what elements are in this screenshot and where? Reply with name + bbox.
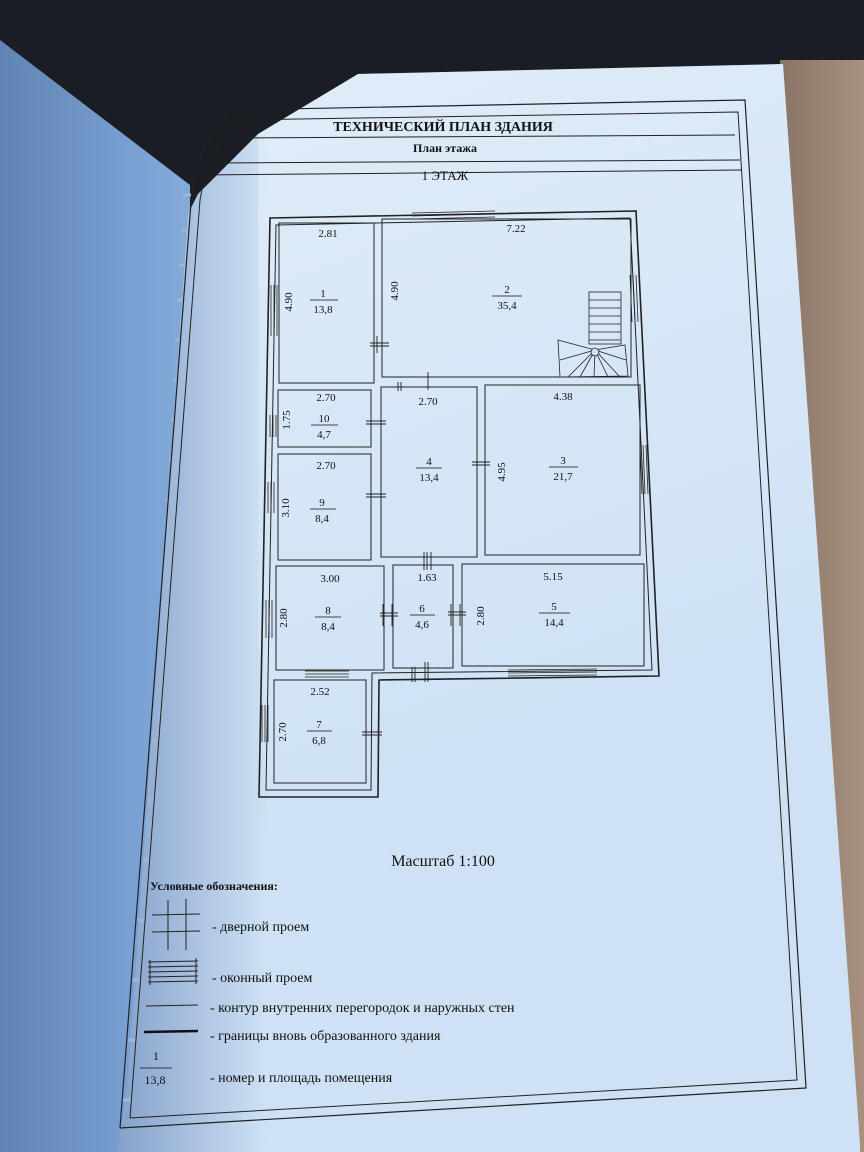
room-4-walls bbox=[380, 386, 478, 558]
room-5-height: 2.80 bbox=[475, 606, 487, 626]
room-9-walls bbox=[277, 453, 372, 561]
floor-label: 1 ЭТАЖ bbox=[422, 168, 469, 183]
room-6-walls bbox=[392, 564, 454, 669]
room-3-walls bbox=[484, 384, 641, 556]
room-7-walls bbox=[273, 679, 367, 784]
room-10-walls bbox=[277, 389, 372, 448]
room-8-number: 8 bbox=[325, 605, 331, 617]
building-outline bbox=[258, 210, 660, 798]
room-9-height: 3.10 bbox=[280, 498, 292, 518]
room-9-number: 9 bbox=[319, 497, 325, 509]
document-subtitle: План этажа bbox=[413, 141, 477, 155]
room-10-height: 1.75 bbox=[281, 410, 293, 430]
window-symbol bbox=[147, 958, 199, 985]
room-8-height: 2.80 bbox=[278, 608, 290, 628]
document-title: ТЕХНИЧЕСКИЙ ПЛАН ЗДАНИЯ bbox=[333, 118, 553, 135]
legend: Условные обозначения: - дверной проем - … bbox=[140, 879, 515, 1087]
room-10-area: 4,7 bbox=[317, 429, 331, 441]
room-6-area: 4,6 bbox=[415, 619, 429, 631]
room-1-walls bbox=[278, 222, 375, 384]
room-5-number: 5 bbox=[551, 601, 557, 613]
wall-symbol bbox=[145, 1004, 199, 1007]
room-4-area: 13,4 bbox=[419, 472, 439, 484]
room-5-area: 14,4 bbox=[544, 617, 564, 629]
scale-label: Масштаб 1:100 bbox=[391, 853, 495, 870]
room-1-height: 4.90 bbox=[283, 292, 295, 312]
door-symbol bbox=[151, 899, 201, 950]
room-10-width: 2.70 bbox=[316, 392, 336, 404]
window-openings bbox=[261, 210, 649, 742]
legend-window-text: - оконный проем bbox=[212, 971, 313, 986]
room-4-number: 4 bbox=[426, 456, 432, 468]
room-9-area: 8,4 bbox=[315, 513, 329, 525]
room-10-number: 10 bbox=[319, 413, 331, 425]
page-frame bbox=[119, 99, 807, 1129]
legend-room-text: - номер и площадь помещения bbox=[210, 1071, 393, 1086]
staircase bbox=[557, 291, 629, 378]
room-3-width: 4.38 bbox=[553, 391, 573, 403]
room-3-height: 4.95 bbox=[496, 462, 508, 482]
room-9-width: 2.70 bbox=[316, 460, 336, 472]
room-2-width: 7.22 bbox=[506, 223, 525, 235]
room-8-area: 8,4 bbox=[321, 621, 335, 633]
room-7-width: 2.52 bbox=[310, 686, 329, 698]
room-1-area: 13,8 bbox=[313, 304, 333, 316]
room-7-height: 2.70 bbox=[277, 722, 289, 742]
room-2-height: 4.90 bbox=[389, 281, 401, 301]
room-3-number: 3 bbox=[560, 455, 566, 467]
legend-wall-text: - контур внутренних перегородок и наружн… bbox=[210, 1001, 515, 1016]
room-4-width: 2.70 bbox=[418, 396, 438, 408]
boundary-symbol bbox=[143, 1029, 199, 1034]
room-6-width: 1.63 bbox=[417, 572, 437, 584]
room-2-number: 2 bbox=[504, 284, 510, 296]
room-2-area: 35,4 bbox=[497, 300, 517, 312]
document-page bbox=[118, 64, 860, 1152]
legend-sample-area: 13,8 bbox=[145, 1073, 166, 1087]
room-8-width: 3.00 bbox=[320, 573, 340, 585]
room-8-walls bbox=[275, 565, 385, 671]
legend-door-text: - дверной проем bbox=[212, 920, 309, 935]
room-7-area: 6,8 bbox=[312, 735, 326, 747]
room-6-number: 6 bbox=[419, 603, 425, 615]
room-3-area: 21,7 bbox=[553, 471, 573, 483]
sunlight-glare bbox=[258, 64, 858, 1152]
room-1-number: 1 bbox=[320, 288, 326, 300]
room-5-width: 5.15 bbox=[543, 571, 563, 583]
room-1-width: 2.81 bbox=[318, 228, 337, 240]
door-openings bbox=[362, 336, 490, 736]
room-7-number: 7 bbox=[316, 719, 322, 731]
legend-sample-number: 1 bbox=[153, 1049, 159, 1063]
legend-title: Условные обозначения: bbox=[150, 879, 278, 893]
legend-boundary-text: - границы вновь образованного здания bbox=[210, 1029, 441, 1044]
